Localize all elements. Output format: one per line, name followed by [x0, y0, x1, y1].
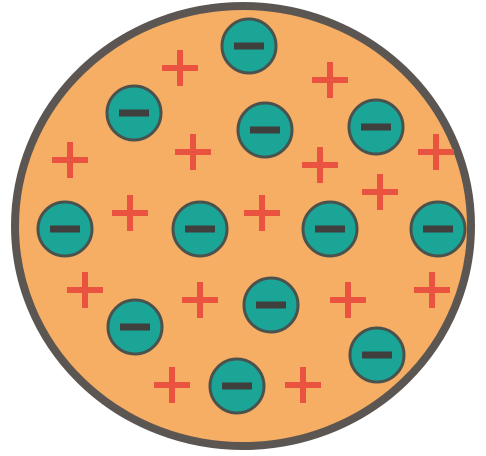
electron-minus-icon [238, 103, 292, 157]
electron-minus-icon [38, 202, 92, 256]
electron-minus-icon [222, 19, 276, 73]
electron-minus-icon [107, 86, 161, 140]
electron-minus-icon [349, 100, 403, 154]
electron-minus-icon [411, 202, 465, 256]
electron-minus-icon [244, 278, 298, 332]
electron-minus-icon [350, 328, 404, 382]
electron-minus-icon [303, 202, 357, 256]
electron-minus-icon [210, 359, 264, 413]
electron-minus-icon [173, 202, 227, 256]
electron-minus-icon [108, 300, 162, 354]
